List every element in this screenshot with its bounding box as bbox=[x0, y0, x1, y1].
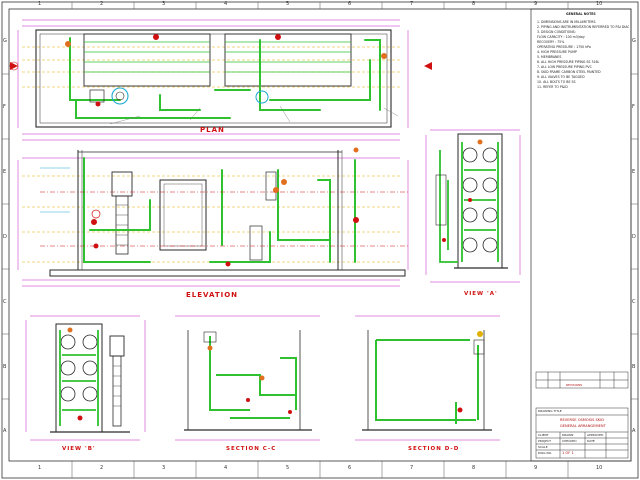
zone-label-bottom-9: 9 bbox=[534, 465, 538, 471]
zone-label-right-a: A bbox=[632, 428, 636, 434]
zone-label-bottom-3: 3 bbox=[162, 465, 166, 471]
zone-label-bottom-6: 6 bbox=[348, 465, 352, 471]
zone-label-left-c: C bbox=[3, 299, 7, 305]
plan-view bbox=[9, 19, 432, 141]
zone-label-right-f: F bbox=[632, 104, 635, 110]
section-d-title: SECTION D-D bbox=[408, 446, 460, 452]
drawing-title-label: DRAWING TITLE bbox=[538, 409, 562, 413]
title-line-1: REVERSE OSMOSIS SKID bbox=[560, 418, 604, 422]
tb-field-project: PROJECT bbox=[538, 439, 551, 443]
elevation-view bbox=[17, 147, 410, 287]
view-b bbox=[25, 315, 146, 441]
note-10: 7. ALL LOW PRESSURE PIPING PVC bbox=[537, 65, 592, 69]
tb-field-client: CLIENT bbox=[538, 433, 549, 437]
revision-label: REVISIONS bbox=[566, 383, 583, 387]
note-3: 3. DESIGN CONDITIONS: bbox=[537, 30, 576, 34]
tb-field-dwg-no: DWG NO. bbox=[538, 451, 552, 455]
notes-list: 1. DIMENSIONS ARE IN MILLIMETERS. 2. PIP… bbox=[537, 20, 629, 90]
zone-label-right-b: B bbox=[632, 364, 636, 370]
note-8: 5. MEMBRANES bbox=[537, 55, 562, 59]
tb-field-scale: SCALE bbox=[538, 445, 548, 449]
zone-label-right-c: C bbox=[632, 299, 636, 305]
zone-label-top-4: 4 bbox=[224, 1, 228, 7]
note-7: 4. HIGH PRESSURE PUMP bbox=[537, 50, 577, 54]
zone-label-top-7: 7 bbox=[410, 1, 414, 7]
note-9: 6. ALL HIGH PRESSURE PIPING SS 316L bbox=[537, 60, 600, 64]
note-5: RECOVERY : 75% bbox=[537, 40, 565, 44]
zone-label-left-a: A bbox=[3, 428, 7, 434]
notes-header: GENERAL NOTES bbox=[566, 12, 596, 16]
note-1: 1. DIMENSIONS ARE IN MILLIMETERS. bbox=[537, 20, 597, 24]
tb-field-approved: APPROVED bbox=[587, 433, 604, 437]
zone-label-left-f: F bbox=[3, 104, 6, 110]
zone-label-bottom-7: 7 bbox=[410, 465, 414, 471]
tb-sheet: 1 OF 1 bbox=[562, 451, 574, 455]
zone-label-top-1: 1 bbox=[38, 1, 42, 7]
zone-label-bottom-10: 10 bbox=[596, 465, 603, 471]
tb-field-checked: CHECKED bbox=[562, 439, 577, 443]
zone-label-top-6: 6 bbox=[348, 1, 352, 7]
note-12: 9. ALL VALVES TO BE TAGGED bbox=[537, 75, 585, 79]
zone-label-bottom-2: 2 bbox=[100, 465, 104, 471]
view-b-title: VIEW 'B' bbox=[62, 446, 96, 452]
zone-label-bottom-5: 5 bbox=[286, 465, 290, 471]
note-6: OPERATING PRESSURE : 1750 kPa bbox=[537, 45, 591, 49]
tb-field-drawn: DRAWN bbox=[562, 433, 574, 437]
zone-label-left-e: E bbox=[3, 169, 7, 175]
zone-label-bottom-1: 1 bbox=[38, 465, 42, 471]
section-c-title: SECTION C-C bbox=[226, 446, 277, 452]
note-13: 10. ALL BOLTS TO BE SS bbox=[537, 80, 576, 84]
zone-label-top-3: 3 bbox=[162, 1, 166, 7]
note-4: FLOW CAPACITY : 100 m3/day bbox=[537, 35, 585, 39]
zone-label-right-d: D bbox=[632, 234, 636, 240]
zone-label-top-2: 2 bbox=[100, 1, 104, 7]
zone-label-top-5: 5 bbox=[286, 1, 290, 7]
zone-label-bottom-8: 8 bbox=[472, 465, 476, 471]
note-2: 2. PIPING AND INSTRUMENTATION REFERRED T… bbox=[537, 25, 629, 29]
section-d bbox=[355, 315, 500, 441]
elevation-view-title: ELEVATION bbox=[186, 291, 239, 299]
plan-view-title: PLAN bbox=[200, 126, 225, 134]
note-11: 8. SKID FRAME CARBON STEEL PAINTED bbox=[537, 70, 601, 74]
title-block-grid bbox=[535, 371, 629, 459]
tb-field-date: DATE bbox=[587, 439, 595, 443]
zone-label-top-9: 9 bbox=[534, 1, 538, 7]
note-14: 11. REFER TO P&ID bbox=[537, 85, 568, 89]
section-c bbox=[175, 315, 320, 441]
zone-label-right-e: E bbox=[632, 169, 636, 175]
zone-label-top-8: 8 bbox=[472, 1, 476, 7]
title-block-column bbox=[530, 8, 632, 462]
title-line-2: GENERAL ARRANGEMENT bbox=[560, 424, 606, 428]
view-a-title: VIEW 'A' bbox=[464, 291, 498, 297]
zone-label-left-g: G bbox=[3, 38, 7, 44]
zone-label-top-10: 10 bbox=[596, 1, 603, 7]
zone-label-right-g: G bbox=[632, 38, 636, 44]
zone-label-left-b: B bbox=[3, 364, 7, 370]
zone-label-bottom-4: 4 bbox=[224, 465, 228, 471]
view-a bbox=[425, 129, 521, 283]
zone-label-left-d: D bbox=[3, 234, 7, 240]
